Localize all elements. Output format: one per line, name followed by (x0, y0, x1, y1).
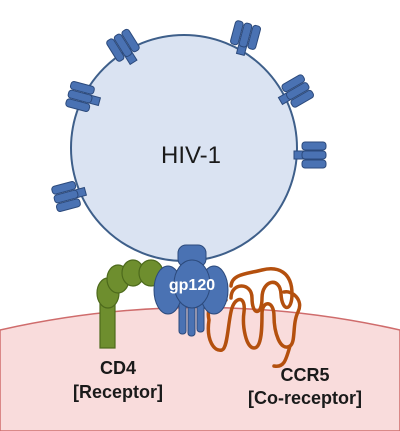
ccr5-role-label: [Co-receptor] (248, 388, 362, 408)
ccr5-coreceptor (206, 267, 302, 369)
gp120-spike: gp120 (153, 244, 229, 337)
ccr5-label: CCR5 (280, 365, 329, 385)
cd4-receptor (96, 259, 164, 349)
cd4-label: CD4 (100, 358, 136, 378)
cd4-role-label: [Receptor] (73, 382, 163, 402)
virus-label: HIV-1 (161, 142, 221, 169)
gp120-label: gp120 (169, 277, 215, 294)
envelope-spike-icon (293, 141, 327, 169)
